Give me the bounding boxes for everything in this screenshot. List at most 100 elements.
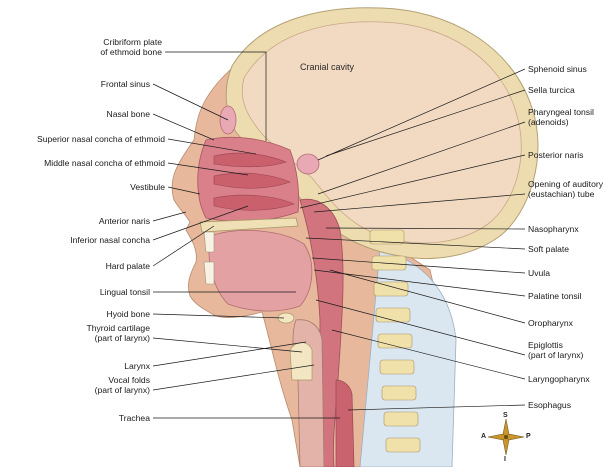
oropharynx-label-line: Oropharynx	[528, 317, 573, 328]
epiglottis-label-line: (part of larynx)	[528, 350, 584, 360]
leader-lines	[152, 51, 526, 419]
epiglottis-label: Epiglottis(part of larynx)	[528, 340, 583, 361]
tongue-shape	[208, 230, 313, 312]
soft-palate-label-line: Soft palate	[528, 243, 570, 254]
hard-palate-shape	[199, 217, 299, 233]
vestibule-leader-line	[167, 186, 201, 195]
orientation-compass-icon	[487, 418, 525, 456]
inferior-concha-label: Inferior nasal concha	[70, 235, 150, 246]
uvula-label-line: Uvula	[528, 267, 550, 278]
pharynx-shape	[299, 198, 344, 468]
vertebra	[371, 255, 407, 271]
anterior-naris-label: Anterior naris	[99, 216, 150, 227]
vertebra	[373, 281, 409, 297]
compass-inferior-label: I	[504, 456, 506, 463]
cribriform-label-line: of ethmoid bone	[100, 47, 162, 57]
vocal-folds-label: Vocal folds(part of larynx)	[95, 375, 150, 396]
esophagus-label: Esophagus	[528, 400, 571, 411]
vocal-folds-label-line: Vocal folds	[108, 374, 150, 385]
nasopharynx-label: Nasopharynx	[528, 224, 579, 235]
superior-concha-label: Superior nasal concha of ethmoid	[37, 134, 165, 145]
cribriform-label-line: Cribriform plate	[103, 36, 162, 47]
vestibule-label-line: Vestibule	[130, 181, 165, 192]
epiglottis-leader-line	[315, 299, 526, 356]
lingual-tonsil-label: Lingual tonsil	[100, 287, 150, 298]
lingual-tonsil-label-line: Lingual tonsil	[99, 286, 150, 297]
thyroid-cartilage-shape	[289, 342, 313, 381]
sella-turcica-leader-line	[325, 89, 526, 157]
inferior-concha-label-line: Inferior nasal concha	[70, 234, 150, 245]
sphenoid-sinus-label: Sphenoid sinus	[528, 64, 587, 75]
superior-concha-leader-line	[167, 138, 257, 155]
hyoid-bone-leader-line	[152, 313, 285, 319]
auditory-tube-label-line: (eustachian) tube	[528, 189, 595, 199]
auditory-tube-leader-line	[313, 193, 526, 213]
trachea-label: Trachea	[119, 413, 150, 424]
posterior-naris-leader-line	[299, 154, 526, 209]
pharyngeal-tonsil-leader-line	[317, 121, 526, 195]
vestibule-label: Vestibule	[130, 182, 165, 193]
esophagus-label-line: Esophagus	[528, 399, 572, 410]
nasopharynx-leader-line	[325, 227, 526, 230]
pharyngeal-tonsil-label-line: (adenoids)	[528, 117, 569, 127]
vertebra	[375, 307, 411, 323]
palatine-tonsil-label-line: Palatine tonsil	[528, 290, 582, 301]
vocal-folds-leader-line	[152, 364, 315, 391]
posterior-naris-label-line: Posterior naris	[528, 149, 584, 160]
sella-turcica-label-line: Sella turcica	[528, 84, 575, 95]
vertebra	[381, 385, 417, 401]
thyroid-cartilage-label-line: (part of larynx)	[94, 333, 150, 343]
inferior-concha-leader-line	[152, 205, 249, 241]
vertebra	[379, 359, 415, 375]
esophagus-shape	[335, 379, 355, 468]
uvula-label: Uvula	[528, 268, 550, 279]
sella-turcica-label: Sella turcica	[528, 85, 575, 96]
larynx-label: Larynx	[124, 361, 150, 372]
laryngopharynx-label: Laryngopharynx	[528, 374, 590, 385]
trachea-label-line: Trachea	[118, 412, 150, 423]
sphenoid-sinus-shape	[296, 153, 320, 175]
laryngopharynx-leader-line	[331, 329, 526, 380]
hard-palate-label-line: Hard palate	[105, 260, 150, 271]
vocal-folds-label-line: (part of larynx)	[94, 385, 150, 395]
compass-superior-label: S	[503, 412, 508, 419]
middle-concha-leader-line	[167, 162, 249, 176]
soft-palate-leader-line	[305, 237, 526, 250]
nasal-bone-label-line: Nasal bone	[106, 108, 150, 119]
vertebra	[377, 333, 413, 349]
sphenoid-sinus-leader-line	[317, 68, 526, 161]
cervical-vertebrae	[369, 229, 421, 453]
laryngopharynx-label-line: Laryngopharynx	[528, 373, 590, 384]
cribriform-leader-line	[165, 51, 267, 141]
palatine-tonsil-leader-line	[313, 269, 526, 297]
larynx-leader-line	[152, 341, 307, 367]
auditory-tube-label-line: Opening of auditory	[528, 178, 604, 189]
larynx-label-line: Larynx	[124, 360, 150, 371]
thyroid-cartilage-label: Thyroid cartilage(part of larynx)	[86, 323, 150, 344]
middle-concha-label-line: Middle nasal concha of ethmoid	[44, 157, 165, 168]
superior-concha-label-line: Superior nasal concha of ethmoid	[36, 133, 165, 144]
epiglottis-label-line: Epiglottis	[528, 339, 563, 350]
anterior-naris-leader-line	[152, 211, 187, 222]
sphenoid-sinus-label-line: Sphenoid sinus	[528, 63, 587, 74]
compass-anterior-label: A	[481, 433, 487, 440]
conchae	[213, 152, 295, 211]
hard-palate-leader-line	[152, 225, 215, 267]
middle-concha-label: Middle nasal concha of ethmoid	[44, 158, 165, 169]
vertebra	[383, 411, 419, 427]
oropharynx-label: Oropharynx	[528, 318, 573, 329]
nasopharynx-label-line: Nasopharynx	[528, 223, 579, 234]
pharyngeal-tonsil-label-line: Pharyngeal tonsil	[528, 106, 594, 117]
vertebra	[385, 437, 421, 453]
palatine-tonsil-label: Palatine tonsil	[528, 291, 582, 302]
cranial-cavity-label: Cranial cavity	[300, 62, 355, 72]
hyoid-bone-label: Hyoid bone	[107, 309, 150, 320]
auditory-tube-label: Opening of auditory(eustachian) tube	[528, 179, 603, 200]
hard-palate-label: Hard palate	[106, 261, 150, 272]
posterior-naris-label: Posterior naris	[528, 150, 583, 161]
compass-posterior-label: P	[526, 433, 531, 440]
vertebra	[369, 229, 405, 245]
thyroid-cartilage-leader-line	[152, 337, 303, 353]
